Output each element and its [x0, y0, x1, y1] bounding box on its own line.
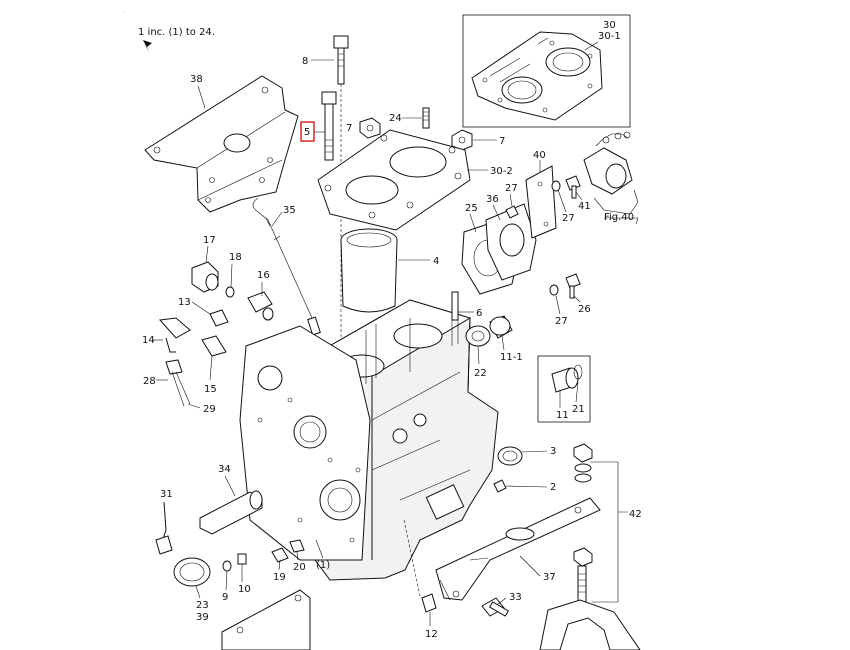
head-gasket-30-2: 30-2 [317, 129, 513, 231]
callout-15: 15 [204, 384, 217, 395]
callout-14: 14 [142, 335, 155, 346]
callout-22: 22 [474, 368, 487, 379]
fitting-15: 15 [201, 335, 227, 395]
callout-26: 26 [578, 304, 591, 315]
header-note: 1 inc. (1) to 24. [138, 27, 215, 38]
inset-plug: 11 21 [537, 355, 591, 423]
mount-42: 42 [539, 443, 642, 650]
callout-20: 20 [293, 562, 306, 573]
bolt-5: 5 [300, 91, 337, 161]
callout-42: 42 [629, 509, 642, 520]
callout-8: 8 [302, 56, 308, 67]
plug-19: 19 [271, 547, 289, 583]
washer-9: 9 [222, 560, 232, 603]
callout-33: 33 [509, 592, 522, 603]
bolt-27a: 27 [505, 183, 519, 219]
arrow-pointer-icon [143, 40, 152, 52]
dipstick-35: 35 [252, 197, 321, 336]
bolt-33: 33 [481, 592, 522, 617]
callout-30-1: 30-1 [598, 31, 621, 42]
callout-inset-21: 21 [572, 404, 585, 415]
callout-30: 30 [603, 20, 616, 31]
plug-20: 20 [289, 539, 306, 573]
plug-17: 17 [191, 235, 219, 293]
callout-23: 23 [196, 600, 209, 611]
callout-fig40: Fig.40 [604, 212, 634, 223]
callout-27-b: 27 [562, 213, 575, 224]
callout-11-1: 11-1 [500, 352, 523, 363]
callout-18: 18 [229, 252, 242, 263]
callout-25: 25 [465, 203, 478, 214]
seal-23-39: 23 39 [173, 557, 211, 623]
fig40-assembly: Fig.40 [583, 131, 639, 225]
callout-34: 34 [218, 464, 231, 475]
corner-mark: . [123, 7, 125, 14]
nut-7-right: 7 [451, 129, 505, 151]
plug-10: 10 [237, 553, 251, 595]
callout-16: 16 [257, 270, 270, 281]
fitting-14: 14 [142, 317, 191, 353]
callout-39: 39 [196, 612, 209, 623]
nut-7-left: 7 [346, 117, 381, 139]
callout-4: 4 [433, 256, 439, 267]
callout-7-right: 7 [499, 136, 505, 147]
callout-40: 40 [533, 150, 546, 161]
cylinder-block-1: (1) [239, 294, 499, 581]
fitting-13: 13 [178, 297, 229, 327]
callout-27-c: 27 [555, 316, 568, 327]
callout-19: 19 [273, 572, 286, 583]
washer-18: 18 [225, 252, 242, 298]
seal-3: 3 [497, 446, 556, 466]
callout-38: 38 [190, 74, 203, 85]
callout-inset-11: 11 [556, 410, 569, 421]
cover-36: 36 [485, 194, 537, 281]
bolt-41: 41 [565, 175, 591, 212]
callout-6: 6 [476, 308, 482, 319]
callout-13: 13 [178, 297, 191, 308]
callout-5-highlight-box [300, 121, 315, 142]
callout-30-2: 30-2 [490, 166, 513, 177]
dowel-12: 12 [403, 519, 438, 640]
callout-37: 37 [543, 572, 556, 583]
callout-35: 35 [283, 205, 296, 216]
plug-31: 31 [155, 489, 173, 555]
callout-24: 24 [389, 113, 402, 124]
callout-5: 5 [304, 127, 310, 138]
callout-2: 2 [550, 482, 556, 493]
callout-29: 29 [203, 404, 216, 415]
cap-11-22: 22 11-1 [465, 315, 523, 379]
callout-31: 31 [160, 489, 173, 500]
pipe-28-29: 28 29 [143, 359, 216, 415]
washer-27b: 27 [551, 180, 575, 224]
fitting-16: 16 [247, 270, 274, 321]
callout-7-left: 7 [346, 123, 352, 134]
washer-27c-bolt-26: 27 26 [549, 273, 591, 327]
stud-24: 24 [389, 107, 430, 129]
plug-2: 2 [493, 479, 556, 493]
callout-3: 3 [550, 446, 556, 457]
callout-1: (1) [316, 560, 330, 571]
engine-bracket-38: 38 [144, 74, 299, 213]
callout-12: 12 [425, 629, 438, 640]
callout-10: 10 [238, 584, 251, 595]
bracket-37: 37 [435, 497, 601, 601]
callout-41: 41 [578, 201, 591, 212]
plate-39-lower [221, 589, 311, 650]
cylinder-liner-4: 4 [340, 228, 439, 313]
shaft-34: 34 [199, 464, 263, 535]
callout-9: 9 [222, 592, 228, 603]
callout-27-a: 27 [505, 183, 518, 194]
inset-head-gasket: 30 30-1 [462, 14, 631, 128]
callout-17: 17 [203, 235, 216, 246]
callout-28: 28 [143, 376, 156, 387]
callout-36: 36 [486, 194, 499, 205]
plate-40: 40 [525, 150, 557, 239]
stud-6: 6 [451, 291, 482, 321]
